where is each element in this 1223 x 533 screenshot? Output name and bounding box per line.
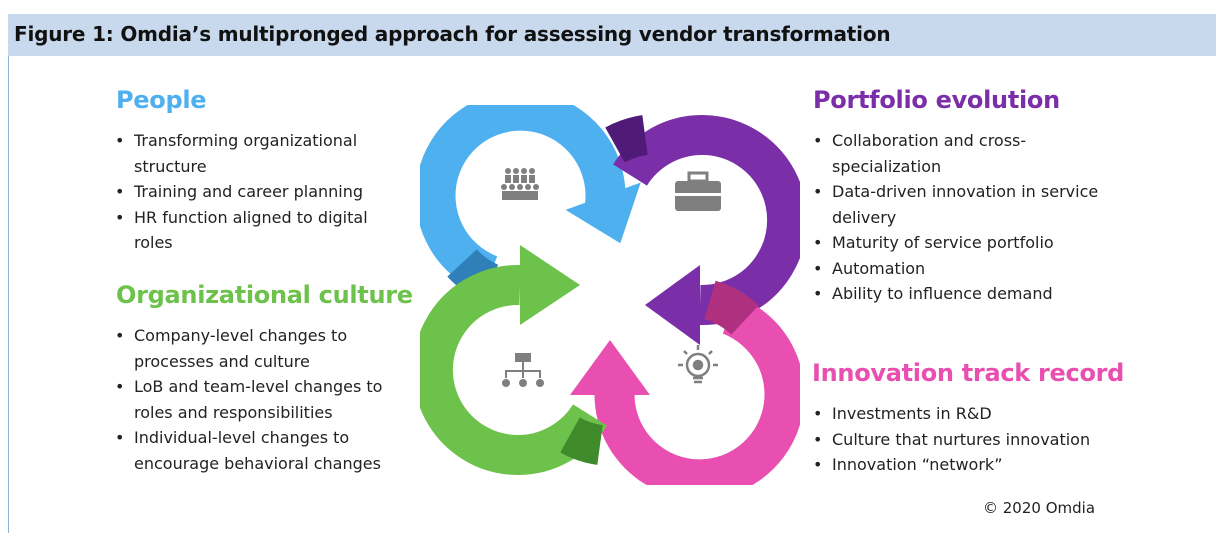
culture-list: Company-level changes to processes and c… [114, 323, 414, 476]
list-item: Data-driven innovation in service delive… [812, 179, 1132, 230]
list-item: Culture that nurtures innovation [812, 427, 1142, 453]
innovation-list: Investments in R&D Culture that nurtures… [812, 401, 1142, 478]
list-item: Innovation “network” [812, 452, 1142, 478]
people-list: Transforming organizational structure Tr… [114, 128, 404, 256]
copyright-notice: © 2020 Omdia [983, 499, 1096, 517]
list-item: Company-level changes to processes and c… [114, 323, 414, 374]
list-item: Maturity of service portfolio [812, 230, 1132, 256]
transformation-cycle-diagram [412, 90, 808, 500]
portfolio-list: Collaboration and cross-specialization D… [812, 128, 1132, 307]
portfolio-arrow [605, 115, 808, 345]
briefcase-icon [675, 171, 721, 211]
list-item: HR function aligned to digital roles [114, 205, 404, 256]
figure-title: Figure 1: Omdia’s multipronged approach … [14, 22, 891, 46]
list-item: Transforming organizational structure [114, 128, 404, 179]
list-item: Individual-level changes to encourage be… [114, 425, 414, 476]
people-group-icon [501, 168, 539, 200]
culture-title: Organizational culture [116, 281, 413, 309]
cycle-arrows-graphic [412, 90, 808, 500]
lightbulb-gear-icon [678, 345, 718, 384]
figure-header: Figure 1: Omdia’s multipronged approach … [8, 14, 1216, 56]
list-item: Automation [812, 256, 1132, 282]
people-title: People [116, 86, 207, 114]
portfolio-title: Portfolio evolution [813, 86, 1060, 114]
frame-border [8, 56, 9, 533]
list-item: Training and career planning [114, 179, 404, 205]
innovation-title: Innovation track record [812, 359, 1125, 387]
list-item: Investments in R&D [812, 401, 1142, 427]
list-item: LoB and team-level changes to roles and … [114, 374, 414, 425]
culture-arrow [412, 245, 607, 475]
list-item: Ability to influence demand [812, 281, 1132, 307]
innovation-arrow [570, 280, 805, 500]
list-item: Collaboration and cross-specialization [812, 128, 1132, 179]
org-chart-icon [502, 353, 544, 387]
